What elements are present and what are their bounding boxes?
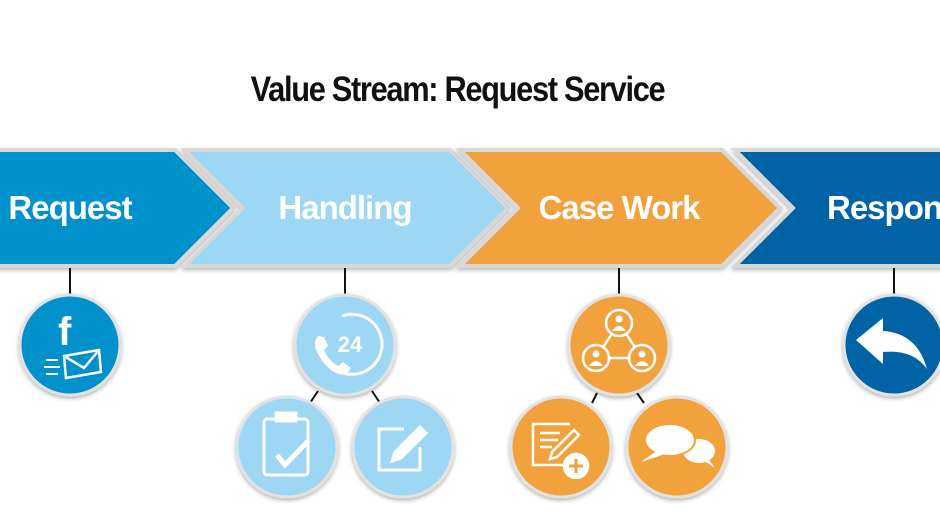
phone-24-icon: 24 <box>314 312 384 376</box>
add-note-icon <box>531 422 590 480</box>
edit-icon <box>377 424 429 472</box>
stage-case-work: Case Work <box>455 148 783 268</box>
stage-label: Response <box>827 189 940 226</box>
svg-text:f: f <box>58 310 72 354</box>
stage-response: Response <box>730 148 940 268</box>
chat-bubbles-icon <box>641 423 715 468</box>
connectors <box>69 266 895 404</box>
stage-label: Case Work <box>539 189 702 226</box>
reply-icon <box>856 318 927 369</box>
clipboard-check-icon <box>262 411 311 477</box>
stage-handling: Handling <box>180 148 511 268</box>
collaboration-network-icon <box>581 308 657 373</box>
stage-request: Request <box>0 148 236 268</box>
page-title: Value Stream: Request Service <box>250 70 666 109</box>
stage-label: Request <box>8 189 132 226</box>
stage-label: Handling <box>278 189 411 226</box>
facebook-email-icon: f <box>44 310 103 380</box>
svg-text:24: 24 <box>338 332 363 357</box>
